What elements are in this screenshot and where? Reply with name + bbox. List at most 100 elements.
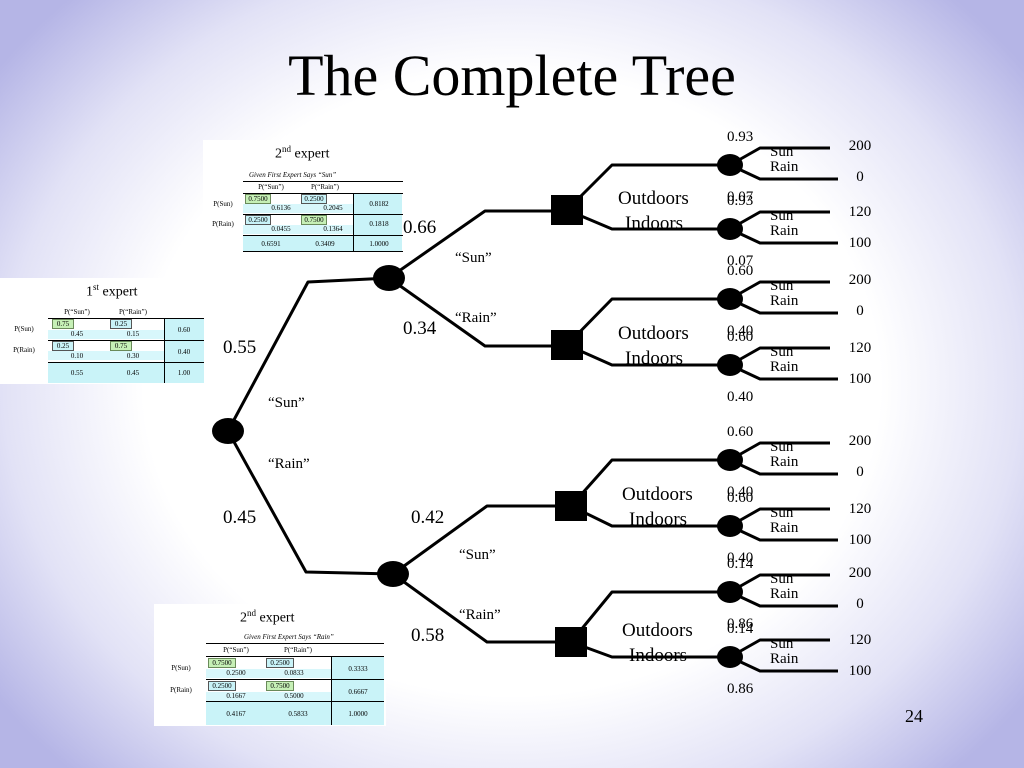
- table-total: 0.4167: [226, 710, 246, 718]
- outcome-probability: 0.40: [727, 323, 753, 339]
- chance-node: [717, 449, 743, 471]
- branch-label: “Rain”: [268, 456, 310, 472]
- outcome-probability: 0.40: [727, 550, 753, 566]
- outcome-probability: 0.60: [727, 424, 753, 440]
- table-total: 0.6591: [261, 240, 281, 248]
- outcome-probability: 0.86: [727, 681, 754, 697]
- outcome-probability: 0.07: [727, 189, 754, 205]
- payoff-value: 120: [849, 340, 872, 356]
- row-header: P(Sun): [213, 200, 233, 208]
- payoff-value: 120: [849, 632, 872, 648]
- row-header: P(Sun): [171, 664, 191, 672]
- chance-node: [717, 515, 743, 537]
- col-header: P(“Sun”): [223, 646, 249, 654]
- outcome-label-rain: Rain: [770, 454, 799, 470]
- decision-label-indoors: Indoors: [625, 348, 683, 369]
- branch-probability: 0.55: [223, 337, 256, 358]
- outcome-label-sun: Sun: [770, 344, 794, 360]
- payoff-value: 200: [849, 433, 872, 449]
- branch-probability: 0.58: [411, 625, 444, 646]
- col-header: P(“Sun”): [258, 183, 284, 191]
- payoff-value: 200: [849, 272, 872, 288]
- payoff-value: 100: [849, 371, 872, 387]
- branch-probability: 0.45: [223, 507, 256, 528]
- root-branch-rain: [226, 430, 394, 576]
- table-cell: 0.25: [56, 342, 70, 350]
- payoff-value: 100: [849, 532, 872, 548]
- outcome-probability: 0.14: [727, 556, 754, 572]
- outcome-label-rain: Rain: [770, 159, 799, 175]
- chance-node: [717, 354, 743, 376]
- table-total: 1.0000: [369, 240, 389, 248]
- decision-label-indoors: Indoors: [629, 509, 687, 530]
- table-cell: 0.25: [114, 320, 128, 328]
- branch-probability: 0.66: [403, 217, 436, 238]
- col-header: P(“Rain”): [311, 183, 339, 191]
- branch-label: “Sun”: [459, 547, 496, 563]
- branch-probability: 0.34: [403, 318, 437, 339]
- slide-number: 24: [905, 706, 923, 726]
- table-cell: 0.6667: [348, 688, 368, 696]
- table-cell: 0.7500: [248, 195, 268, 203]
- decision-label-indoors: Indoors: [629, 645, 687, 666]
- outcome-label-rain: Rain: [770, 293, 799, 309]
- table-cell: 0.75: [114, 342, 128, 350]
- decision-node: [555, 627, 587, 657]
- table-cell: 0.3333: [348, 665, 368, 673]
- table-title: 2nd expert: [240, 608, 295, 626]
- outcome-label-sun: Sun: [770, 636, 794, 652]
- outcome-label-sun: Sun: [770, 505, 794, 521]
- table-total: 1.0000: [348, 710, 368, 718]
- table-cell: 0.10: [70, 352, 84, 360]
- branch-sun: [392, 504, 571, 576]
- chance-node: [717, 646, 743, 668]
- outcome-label-sun: Sun: [770, 144, 794, 160]
- branch-label: “Sun”: [455, 250, 492, 266]
- table-cell: 0.2500: [226, 669, 246, 677]
- table-cell: 0.5000: [284, 692, 304, 700]
- row-header: P(Rain): [13, 346, 35, 354]
- table-total: 0.3409: [315, 240, 335, 248]
- table-cell: 0.7500: [270, 682, 290, 690]
- outcome-label-rain: Rain: [770, 359, 799, 375]
- payoff-value: 0: [856, 169, 864, 185]
- outcome-label-rain: Rain: [770, 223, 799, 239]
- table-subtitle: Given First Expert Says “Sun”: [249, 171, 337, 179]
- table-cell: 0.2045: [323, 204, 343, 212]
- table-subtitle: Given First Expert Says “Rain”: [244, 633, 334, 641]
- chance-node: [717, 288, 743, 310]
- col-header: P(“Rain”): [119, 308, 147, 316]
- branch-label: “Rain”: [455, 310, 497, 326]
- payoff-value: 0: [856, 464, 864, 480]
- table-cell: 0.8182: [369, 200, 389, 208]
- branch-rain: [388, 276, 567, 348]
- decision-label-outdoors: Outdoors: [618, 323, 689, 344]
- outcome-probability: 0.14: [727, 621, 754, 637]
- outcome-label-sun: Sun: [770, 278, 794, 294]
- table-cell: 0.60: [177, 326, 191, 334]
- table-cell: 0.6136: [271, 204, 291, 212]
- decision-label-outdoors: Outdoors: [622, 620, 693, 641]
- payoff-value: 100: [849, 663, 872, 679]
- table-cell: 0.2500: [270, 659, 290, 667]
- row-header: P(Rain): [170, 686, 192, 694]
- outcome-probability: 0.86: [727, 616, 754, 632]
- outcome-label-sun: Sun: [770, 208, 794, 224]
- decision-label-outdoors: Outdoors: [622, 484, 693, 505]
- table-cell: 0.45: [70, 330, 84, 338]
- outcome-label-rain: Rain: [770, 586, 799, 602]
- table-cell: 0.40: [177, 348, 191, 356]
- outcome-label-rain: Rain: [770, 520, 799, 536]
- outcome-probability: 0.40: [727, 484, 753, 500]
- table-cell: 0.0455: [271, 225, 291, 233]
- table-title: 1st expert: [86, 282, 138, 300]
- payoff-value: 0: [856, 303, 864, 319]
- table-cell: 0.1364: [323, 225, 343, 233]
- payoff-value: 200: [849, 138, 872, 154]
- branch-sun: [388, 209, 567, 280]
- decision-node: [551, 195, 583, 225]
- table-cell: 0.7500: [304, 216, 324, 224]
- outcome-label-rain: Rain: [770, 651, 799, 667]
- outcome-probability: 0.93: [727, 193, 753, 209]
